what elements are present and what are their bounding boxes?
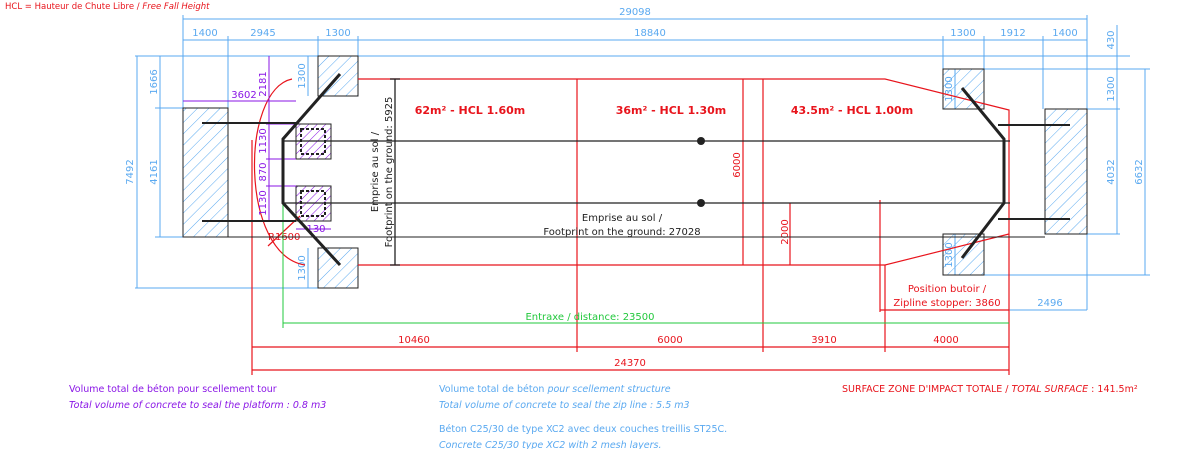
dim-platform-top: 2181	[258, 71, 269, 96]
dim-left-block-top: 1300	[297, 63, 308, 88]
dim-top-1: 1400	[192, 28, 217, 39]
dim-platform-d: 130	[306, 224, 325, 235]
platform-note-en: Total volume of concrete to seal the pla…	[69, 400, 327, 411]
left-anchor-block	[182, 107, 229, 238]
zone-1-label: 62m² - HCL 1.60m	[415, 104, 526, 117]
dim-left-block: 4161	[149, 159, 160, 184]
stopper-label-1: Position butoir /	[908, 284, 987, 295]
dim-left-total: 7492	[125, 159, 136, 184]
footprint-length-label-1: Emprise au sol /	[582, 213, 663, 224]
platform-concrete-note: Volume total de béton pour scellement to…	[69, 382, 326, 414]
top-dimensions	[135, 15, 1150, 311]
dim-left-block-bottom: 1300	[297, 255, 308, 280]
dim-top-6: 1912	[1000, 28, 1025, 39]
footprint-width-label-1: Emprise au sol /	[370, 131, 381, 212]
zipline-structure	[202, 73, 1070, 267]
structure-note-en: Total volume of concrete to seal the zip…	[439, 400, 690, 411]
dim-top-3: 1300	[325, 28, 350, 39]
cable-marker-top	[697, 137, 705, 145]
dim-2000: 2000	[780, 219, 791, 244]
zone-3-label: 43.5m² - HCL 1.00m	[791, 104, 913, 117]
concrete-spec-en: Concrete C25/30 type XC2 with 2 mesh lay…	[439, 440, 662, 449]
dim-top-5: 1300	[950, 28, 975, 39]
dim-6000-vertical: 6000	[732, 152, 743, 177]
footprint-width-label-2: Footprint on the ground: 5925	[384, 97, 395, 248]
dim-top-4: 18840	[634, 28, 666, 39]
cable-marker-bottom	[697, 199, 705, 207]
dim-right-offset: 2496	[1037, 298, 1062, 309]
dim-bottom-total: 24370	[614, 358, 646, 369]
dim-bottom-a: 10460	[398, 335, 430, 346]
dim-right-block: 1300	[1106, 76, 1117, 101]
dim-platform-c: 1130	[258, 190, 269, 215]
dim-overall: 29098	[619, 7, 651, 18]
structure-note-fr: Volume total de béton pour scellement st…	[439, 384, 671, 395]
dim-platform-a: 1130	[258, 128, 269, 153]
dim-right-total: 6632	[1134, 159, 1145, 184]
structure-concrete-note: Volume total de béton pour scellement st…	[439, 382, 727, 449]
right-anchor-block	[1044, 108, 1088, 235]
stopper-label-2: Zipline stopper: 3860	[893, 298, 1000, 309]
dim-right-main: 4032	[1106, 159, 1117, 184]
concrete-blocks	[182, 55, 1088, 289]
left-bottom-block	[317, 247, 359, 289]
dim-right-top: 430	[1106, 30, 1117, 49]
impact-zone	[251, 78, 1010, 375]
dim-top-2: 2945	[250, 28, 275, 39]
zone-2-label: 36m² - HCL 1.30m	[616, 104, 727, 117]
hcl-legend: HCL = Hauteur de Chute Libre / Free Fall…	[5, 2, 210, 12]
dim-top-7: 1400	[1052, 28, 1077, 39]
dim-bottom-d: 4000	[933, 335, 958, 346]
dim-bottom-c: 3910	[811, 335, 836, 346]
dim-left-upper: 1666	[149, 69, 160, 94]
concrete-spec-fr: Béton C25/30 de type XC2 avec deux couch…	[439, 424, 728, 435]
total-surface-note: SURFACE ZONE D'IMPACT TOTALE / TOTAL SUR…	[842, 384, 1138, 395]
footprint-length-label-2: Footprint on the ground: 27028	[543, 227, 700, 238]
distance-label: Entraxe / distance: 23500	[525, 312, 654, 323]
dim-bottom-b: 6000	[657, 335, 682, 346]
dim-platform-width: 3602	[231, 90, 256, 101]
platform-note-fr: Volume total de béton pour scellement to…	[69, 384, 277, 395]
dim-platform-b: 870	[258, 162, 269, 181]
